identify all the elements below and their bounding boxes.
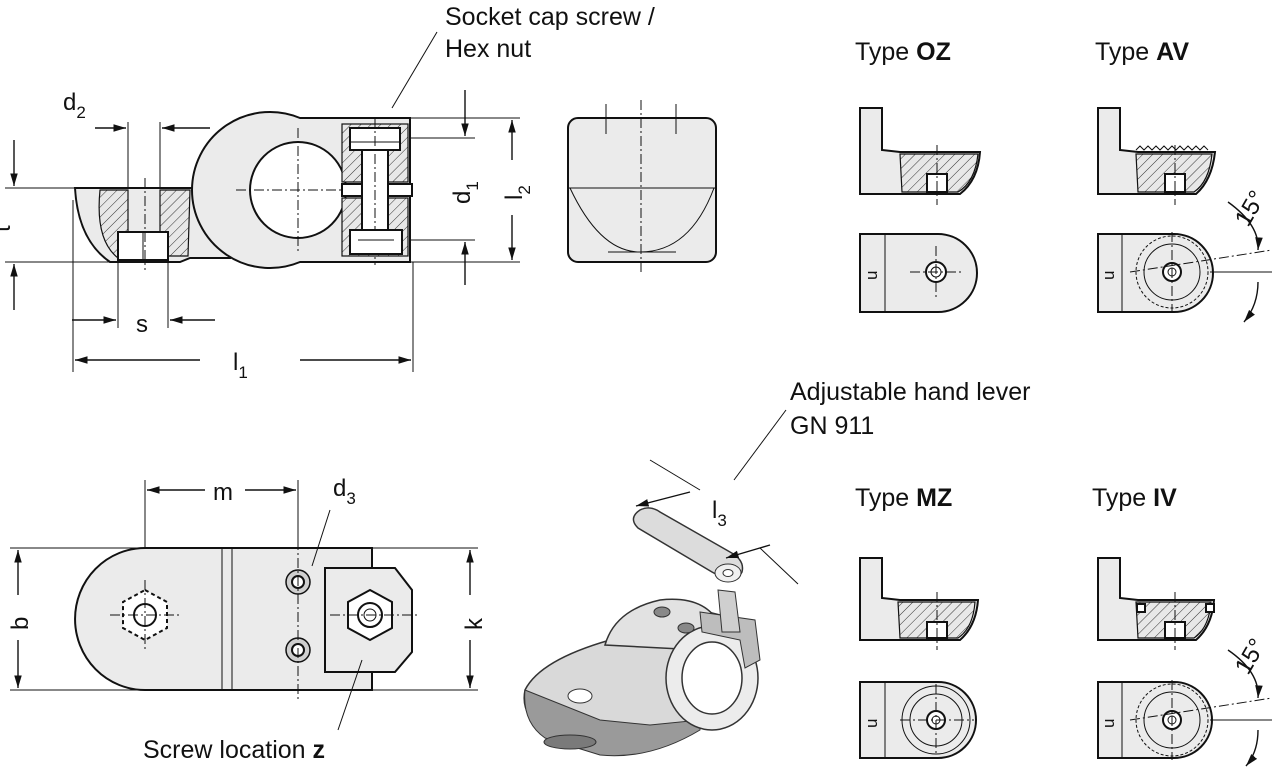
type-av-heading: Type AV — [1095, 38, 1189, 66]
section-view — [73, 111, 413, 270]
dim-l1: l1 — [233, 349, 248, 382]
angle-iv: 15° — [1230, 634, 1272, 679]
dimension-lines-bottom-left — [10, 480, 478, 731]
type-oz-heading: Type OZ — [855, 38, 951, 66]
dimension-lines-top-left — [5, 31, 520, 372]
dim-m: m — [213, 479, 233, 506]
screw-location-label: Screw location z — [143, 736, 325, 764]
dim-s: s — [136, 311, 148, 338]
type-iv-detail — [1097, 557, 1273, 767]
dim-u-oz: u — [862, 271, 881, 280]
dim-d1: d1 — [449, 181, 482, 204]
dim-d3: d3 — [333, 475, 356, 508]
type-mz-heading: Type MZ — [855, 484, 952, 512]
type-mz-detail — [859, 557, 980, 759]
dim-t: t — [0, 225, 16, 232]
dim-l2: l2 — [501, 185, 534, 200]
dim-u-iv: u — [1099, 719, 1118, 728]
adjustable-hand-lever-label: Adjustable hand lever — [790, 378, 1030, 406]
angle-av: 15° — [1230, 186, 1272, 231]
dim-u-av: u — [1099, 271, 1118, 280]
top-view — [74, 540, 420, 700]
type-iv-heading: Type IV — [1092, 484, 1177, 512]
type-oz-detail — [859, 107, 982, 313]
side-view — [567, 100, 717, 275]
isometric-clamp — [523, 507, 761, 757]
dim-k: k — [461, 617, 488, 630]
dimension-lines-isometric — [635, 409, 799, 585]
hex-nut-label: Hex nut — [445, 35, 531, 63]
type-av-detail — [1097, 107, 1273, 323]
dim-d2: d2 — [63, 89, 86, 122]
gn-911-label: GN 911 — [790, 412, 874, 440]
dim-u-mz: u — [862, 719, 881, 728]
dim-b: b — [7, 617, 34, 630]
dim-l3: l3 — [712, 497, 727, 530]
socket-cap-screw-label: Socket cap screw / — [445, 3, 655, 31]
